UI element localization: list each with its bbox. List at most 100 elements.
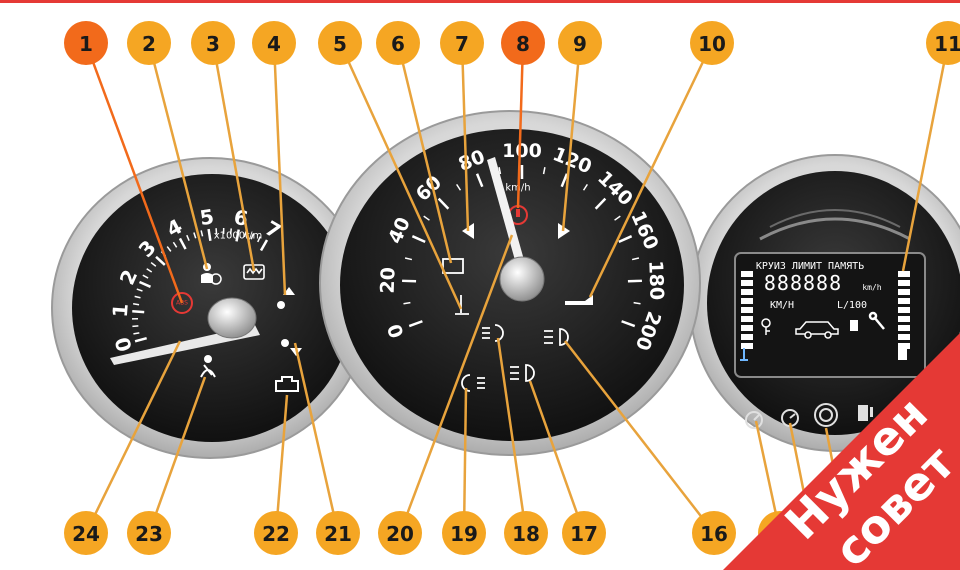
- oil-pressure-icon: [565, 295, 593, 305]
- marker-circle: [692, 511, 736, 555]
- leader-line-6: [396, 42, 453, 264]
- tachometer-tick: [235, 229, 240, 242]
- marker-16: 16: [692, 511, 736, 555]
- marker-label: 22: [262, 522, 290, 546]
- info-bar-segment: [898, 334, 910, 340]
- speedometer-tick: [498, 167, 502, 175]
- info-bar-segment: [898, 298, 910, 304]
- tachometer-tick: [146, 268, 153, 273]
- speedometer-ticks: [402, 165, 642, 328]
- tachometer-tick: [134, 295, 141, 299]
- marker-label: 17: [570, 522, 598, 546]
- leader-line-24: [84, 340, 182, 534]
- marker-10: 10: [690, 21, 734, 65]
- instrument-cluster-illustration: КРУИЗ ЛИМИТ ПАМЯТЬ 888888 km/h КМ/Н L/10…: [51, 21, 960, 570]
- wrench-icon: [868, 311, 885, 330]
- speedometer-tick: [614, 215, 621, 221]
- info-bar-segment: [741, 289, 753, 295]
- leader-line-2: [147, 42, 209, 270]
- info-bar-graph-left: [741, 271, 753, 349]
- marker-label: 20: [386, 522, 414, 546]
- marker-label: 10: [698, 32, 726, 56]
- tachometer-tick: [229, 228, 232, 235]
- tachometer-tick: [172, 241, 178, 248]
- leader-line-9: [561, 42, 582, 232]
- info-bar-segment: [741, 307, 753, 313]
- leader-line-1: [84, 42, 184, 304]
- speedometer-needle-hub: [499, 256, 545, 302]
- info-gauge: КРУИЗ ЛИМИТ ПАМЯТЬ 888888 km/h КМ/Н L/10…: [689, 154, 960, 452]
- marker-label: 8: [516, 32, 530, 56]
- marker-label: 21: [324, 522, 352, 546]
- info-bar-segment: [898, 343, 910, 349]
- marker-21: 21: [316, 511, 360, 555]
- speedometer-tick: [582, 183, 588, 191]
- battery-icon: [442, 258, 464, 274]
- leader-line-19: [462, 387, 468, 534]
- marker-circle: [440, 21, 484, 65]
- tachometer-tick: [186, 234, 190, 241]
- tachometer-label-1: 1: [108, 303, 133, 319]
- speedometer-tick: [618, 235, 633, 244]
- car-outline-icon: [795, 321, 839, 339]
- leader-line-11: [901, 42, 950, 272]
- tachometer-tick: [193, 232, 197, 239]
- marker-label: 5: [333, 32, 347, 56]
- marker-circle: [558, 21, 602, 65]
- speed-memory-icon: [814, 403, 838, 427]
- tachometer-tick: [132, 325, 139, 328]
- marker-6: 6: [376, 21, 420, 65]
- marker-19: 19: [442, 511, 486, 555]
- speedometer-tick: [456, 183, 462, 191]
- marker-3: 3: [191, 21, 235, 65]
- leader-line-22: [274, 394, 289, 534]
- corner-badge: Нужен совет: [723, 333, 960, 570]
- tachometer-tick: [250, 233, 255, 240]
- tachometer-tick: [207, 228, 212, 242]
- tachometer-tick: [133, 332, 140, 335]
- speedometer-tick: [594, 197, 607, 210]
- tachometer-tick: [133, 303, 140, 306]
- seatbelt-icon: [200, 355, 216, 378]
- info-display-digits-unit: km/h: [862, 283, 881, 292]
- marker-circle: [926, 21, 960, 65]
- low-beam-icon: [544, 328, 569, 346]
- tachometer-needle-hub: [207, 297, 257, 339]
- info-bar-segment: [741, 316, 753, 322]
- speedometer-tick: [437, 197, 450, 210]
- info-display-unit-right: L/100: [837, 300, 867, 311]
- leader-line-16: [564, 340, 715, 534]
- marker-circle: [378, 511, 422, 555]
- speedometer-tick: [475, 173, 484, 188]
- info-bar-segment: [898, 316, 910, 322]
- leader-line-10: [588, 42, 714, 298]
- marker-label: 18: [512, 522, 540, 546]
- marker-24: 24: [64, 511, 108, 555]
- leader-line-8: [516, 42, 525, 209]
- tachometer-tick: [155, 255, 166, 266]
- tachometer-tick: [259, 239, 269, 252]
- marker-label: 9: [573, 32, 587, 56]
- marker-circle: [127, 21, 171, 65]
- marker-18: 18: [504, 511, 548, 555]
- leader-line-17: [528, 380, 586, 534]
- fuel-pump-icon: [850, 320, 858, 331]
- info-bar-segment: [898, 307, 910, 313]
- tachometer-tick: [178, 237, 187, 250]
- info-bar-segment: [741, 298, 753, 304]
- cruise-control-icon: [745, 411, 763, 429]
- tachometer-unit: x1000r/m: [214, 231, 263, 242]
- speedometer-label-100: 100: [502, 140, 542, 162]
- abs-label: ABS: [176, 300, 188, 307]
- info-bar-graph-right: [898, 271, 910, 349]
- info-bar-segment: [898, 289, 910, 295]
- info-display-digits: 888888: [764, 271, 842, 295]
- tachometer-tick: [150, 261, 157, 267]
- speedometer-label-180: 180: [644, 260, 667, 300]
- speedometer-tick: [411, 235, 426, 244]
- leader-line-23: [147, 376, 207, 534]
- speedometer-needle: [487, 157, 526, 271]
- speedometer-tick: [408, 320, 423, 328]
- marker-circle: [501, 21, 545, 65]
